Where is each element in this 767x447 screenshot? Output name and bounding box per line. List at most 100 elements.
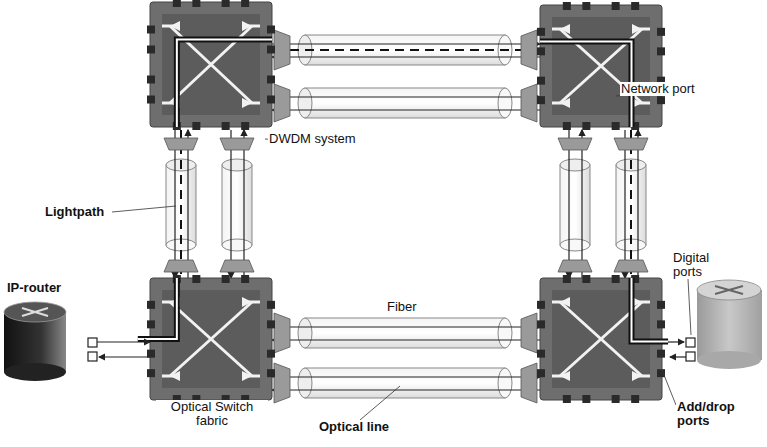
fabric-line bbox=[170, 302, 252, 376]
network-port bbox=[147, 320, 155, 328]
network-port bbox=[631, 2, 639, 10]
network-port bbox=[612, 2, 620, 10]
network-port bbox=[657, 28, 665, 36]
network-port bbox=[267, 301, 275, 309]
fabric-arrow bbox=[552, 102, 568, 105]
leader-line bbox=[112, 92, 691, 420]
network-port bbox=[241, 275, 249, 283]
callout-label: DWDM system bbox=[268, 132, 357, 146]
fabric-arrow bbox=[244, 375, 260, 378]
fabric-arrow bbox=[244, 25, 260, 28]
optical-switch bbox=[147, 0, 275, 130]
network-port bbox=[222, 275, 230, 283]
network-port bbox=[563, 395, 571, 403]
digital-port bbox=[668, 338, 695, 361]
network-port bbox=[537, 320, 545, 328]
lightpath-route bbox=[138, 278, 177, 339]
network-port bbox=[267, 369, 275, 377]
fabric-arrow bbox=[634, 102, 650, 105]
lightpath-route bbox=[632, 278, 669, 341]
network-port bbox=[147, 76, 155, 84]
optical-switch-group bbox=[138, 0, 668, 403]
network-port bbox=[657, 47, 665, 55]
network-port bbox=[267, 350, 275, 358]
callout-label: Add/drop ports bbox=[676, 400, 738, 428]
fabric-arrow bbox=[552, 375, 568, 378]
network-port bbox=[537, 350, 545, 358]
fabric-arrow bbox=[634, 301, 650, 304]
fabric-arrow bbox=[634, 28, 650, 31]
network-port bbox=[657, 350, 665, 358]
network-port bbox=[192, 0, 200, 7]
lightpath-route bbox=[540, 42, 632, 127]
lightpath-route bbox=[177, 40, 272, 128]
network-port bbox=[657, 320, 665, 328]
network-port bbox=[222, 122, 230, 130]
lightpath-route bbox=[632, 278, 669, 341]
network-port bbox=[537, 369, 545, 377]
network-port bbox=[537, 77, 545, 85]
network-port bbox=[582, 2, 590, 10]
network-port bbox=[537, 28, 545, 36]
lightpath-route bbox=[177, 40, 272, 128]
network-port bbox=[267, 96, 275, 104]
fabric-arrow bbox=[634, 375, 650, 378]
fabric-arrow bbox=[552, 28, 568, 31]
network-port bbox=[222, 0, 230, 7]
ip-router-icon bbox=[4, 302, 66, 381]
switch-body bbox=[540, 5, 662, 127]
network-port bbox=[657, 96, 665, 104]
network-port bbox=[612, 122, 620, 130]
network-port bbox=[147, 26, 155, 34]
callout-label: Network port bbox=[620, 82, 696, 96]
callout-label: Optical Switch fabric bbox=[156, 400, 268, 428]
callout-label: Digital ports bbox=[672, 251, 729, 279]
network-port bbox=[192, 122, 200, 130]
digital-port bbox=[88, 338, 150, 361]
fabric-arrow bbox=[162, 375, 178, 378]
network-port bbox=[657, 301, 665, 309]
fabric-arrow bbox=[162, 25, 178, 28]
network-port bbox=[147, 369, 155, 377]
network-port bbox=[173, 0, 181, 7]
network-port bbox=[631, 395, 639, 403]
network-port bbox=[582, 122, 590, 130]
switch-body bbox=[150, 2, 272, 127]
ip-router-icon bbox=[697, 280, 762, 369]
switch-core bbox=[552, 17, 650, 115]
network-port bbox=[563, 275, 571, 283]
fabric-arrow bbox=[244, 301, 260, 304]
optical-switch bbox=[537, 275, 668, 403]
network-port bbox=[537, 47, 545, 55]
network-port bbox=[612, 275, 620, 283]
network-port bbox=[582, 395, 590, 403]
callout-label: Optical line bbox=[318, 420, 390, 434]
network-port bbox=[563, 122, 571, 130]
network-port bbox=[192, 275, 200, 283]
network-port bbox=[563, 2, 571, 10]
fabric-line bbox=[170, 302, 252, 376]
network-port bbox=[267, 46, 275, 54]
fabric-arrow bbox=[244, 102, 260, 105]
lightpath-route bbox=[138, 278, 177, 339]
callout-label: Lightpath bbox=[44, 205, 105, 219]
optical-switch bbox=[138, 275, 275, 403]
network-port bbox=[147, 96, 155, 104]
network-port bbox=[582, 275, 590, 283]
network-port bbox=[147, 301, 155, 309]
network-port bbox=[267, 320, 275, 328]
network-port bbox=[241, 0, 249, 7]
network-port bbox=[537, 301, 545, 309]
optical-switch bbox=[537, 2, 665, 130]
callout-label: IP-router bbox=[6, 281, 62, 295]
lightpath-route bbox=[540, 42, 632, 127]
network-port bbox=[537, 96, 545, 104]
callout-label: Fiber bbox=[386, 300, 418, 314]
network-port bbox=[147, 46, 155, 54]
network-port bbox=[267, 76, 275, 84]
fabric-arrow bbox=[552, 301, 568, 304]
network-port bbox=[612, 395, 620, 403]
network-port bbox=[267, 26, 275, 34]
